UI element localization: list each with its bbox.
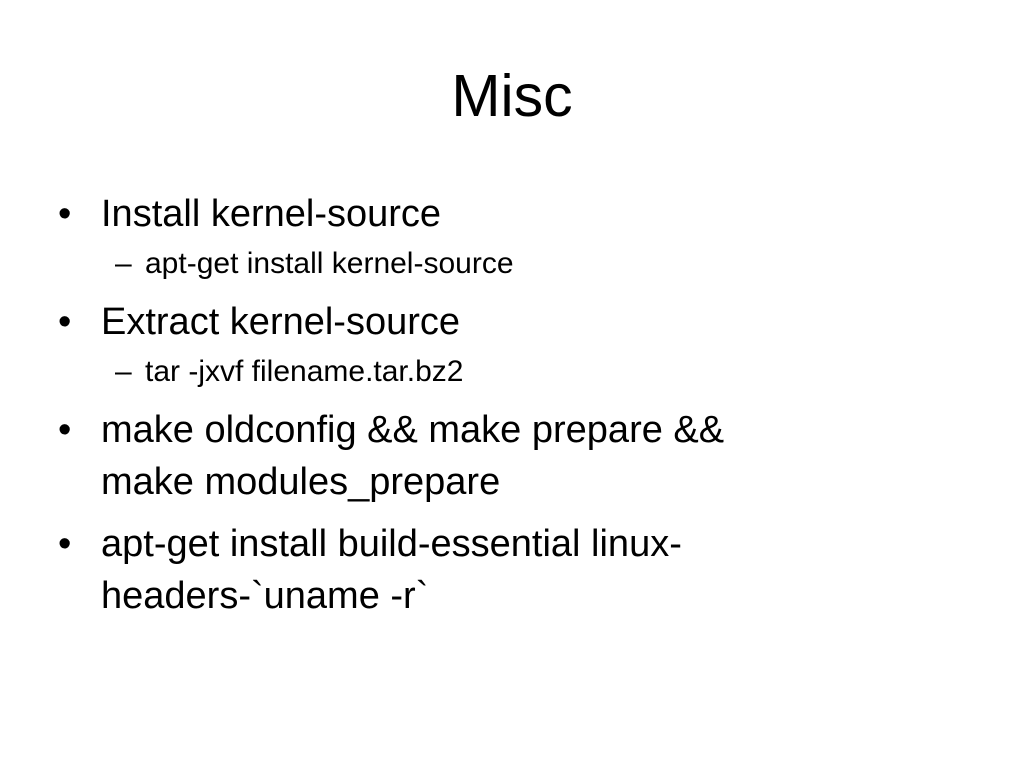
- bullet-make-commands: • make oldconfig && make prepare && make…: [56, 404, 956, 508]
- sub-bullet-marker: –: [115, 355, 132, 388]
- bullet-text: Install kernel-source: [101, 193, 442, 235]
- bullet-marker: •: [58, 409, 72, 451]
- sub-bullet-tar-command: – tar -jxvf filename.tar.bz2: [56, 352, 956, 392]
- bullet-list: • Install kernel-source – apt-get instal…: [56, 188, 956, 622]
- bullet-text-line-2: headers-`uname -r`: [101, 575, 429, 617]
- sub-bullet-apt-get-kernel-source: – apt-get install kernel-source: [56, 244, 956, 284]
- sub-bullet-text: tar -jxvf filename.tar.bz2: [145, 355, 464, 388]
- bullet-install-kernel-source: • Install kernel-source: [56, 188, 956, 240]
- bullet-marker: •: [58, 301, 72, 343]
- bullet-text-line-1: apt-get install build-essential linux-: [101, 523, 682, 565]
- bullet-extract-kernel-source: • Extract kernel-source: [56, 296, 956, 348]
- slide-title: Misc: [451, 63, 573, 129]
- bullet-text: Extract kernel-source: [101, 301, 461, 343]
- sub-bullet-marker: –: [115, 247, 132, 280]
- bullet-marker: •: [58, 523, 72, 565]
- bullet-text-line-2: make modules_prepare: [101, 461, 501, 503]
- bullet-apt-get-build-essential: • apt-get install build-essential linux-…: [56, 518, 956, 622]
- bullet-marker: •: [58, 193, 72, 235]
- bullet-text-line-1: make oldconfig && make prepare &&: [101, 409, 725, 451]
- sub-bullet-text: apt-get install kernel-source: [145, 247, 514, 280]
